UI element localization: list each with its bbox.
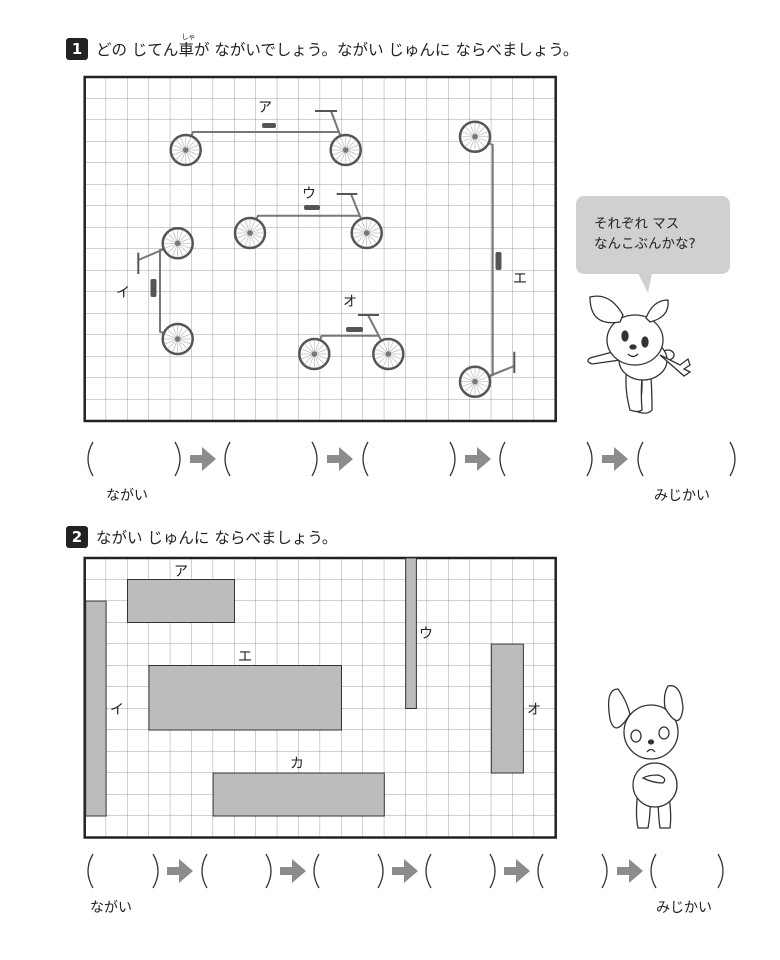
arrow-icon (190, 447, 216, 471)
answer-parentheses (87, 441, 736, 889)
question-text-part: どの じてん (96, 41, 179, 59)
answer-start-label: ながい (106, 488, 148, 504)
bar-i (85, 600, 107, 817)
bar-e (148, 665, 342, 731)
kanji: 車 (178, 41, 194, 59)
bar-o (490, 643, 524, 774)
label-i: イ (110, 702, 124, 718)
answer-start-label: ながい (90, 900, 132, 916)
arrow-icon (327, 447, 353, 471)
speech-bubble-text: それぞれ マス なんこぶんかな? (594, 214, 696, 254)
bubble-line: それぞれ マス (594, 216, 680, 232)
bicycle-i (137, 227, 194, 356)
label-e: エ (513, 271, 527, 287)
saddle (304, 205, 320, 210)
label-a: ア (258, 100, 272, 116)
label-e: エ (238, 649, 252, 665)
furigana: しゃ (181, 33, 196, 41)
bicycle-e (458, 120, 516, 398)
label-a: ア (174, 564, 188, 580)
question-text: ながい じゅんに ならべましょう。 (96, 529, 338, 547)
dog-character-pointing (587, 295, 692, 414)
label-o: オ (343, 294, 357, 310)
speech-bubble: それぞれ マス なんこぶんかな? (576, 196, 730, 293)
saddle (495, 252, 502, 270)
label-u: ウ (302, 186, 316, 202)
bar-ka (212, 772, 385, 817)
bar-u (405, 557, 417, 709)
arrow-icon (280, 859, 306, 883)
label-o: オ (527, 702, 541, 718)
arrow-icon (504, 859, 530, 883)
question-1-heading: 1 どの じてんしゃ車が ながいでしょう。ながい じゅんに ならべましょう。 (66, 33, 579, 60)
bubble-line: なんこぶんかな? (594, 236, 696, 252)
arrow-icon (617, 859, 643, 883)
arrow-icon (465, 447, 491, 471)
arrow-icon (167, 859, 193, 883)
bicycle-u (233, 193, 383, 250)
saddle (262, 123, 276, 128)
question-text-part: が ながいでしょう。ながい じゅんに ならべましょう。 (193, 41, 579, 59)
label-i: イ (116, 285, 130, 301)
arrow-icon (392, 859, 418, 883)
question-text: どの じてんしゃ車が ながいでしょう。ながい じゅんに ならべましょう。 (96, 33, 579, 60)
saddle (346, 327, 363, 332)
saddle (150, 279, 157, 297)
question-number-badge: 1 (66, 38, 88, 60)
question-number-badge: 2 (66, 526, 88, 548)
question-2-heading: 2 ながい じゅんに ならべましょう。 (66, 526, 337, 548)
speech-bubble-tail (638, 273, 652, 293)
bicycle-a (169, 110, 362, 167)
bicycle-o (298, 314, 405, 371)
answer-end-label: みじかい (656, 900, 712, 916)
label-u: ウ (419, 626, 433, 642)
answer-end-label: みじかい (654, 488, 710, 504)
dog-character-thinking (607, 685, 684, 829)
label-ka: カ (290, 756, 304, 772)
bar-a (127, 579, 235, 623)
arrow-icon (602, 447, 628, 471)
arrows (167, 447, 643, 883)
